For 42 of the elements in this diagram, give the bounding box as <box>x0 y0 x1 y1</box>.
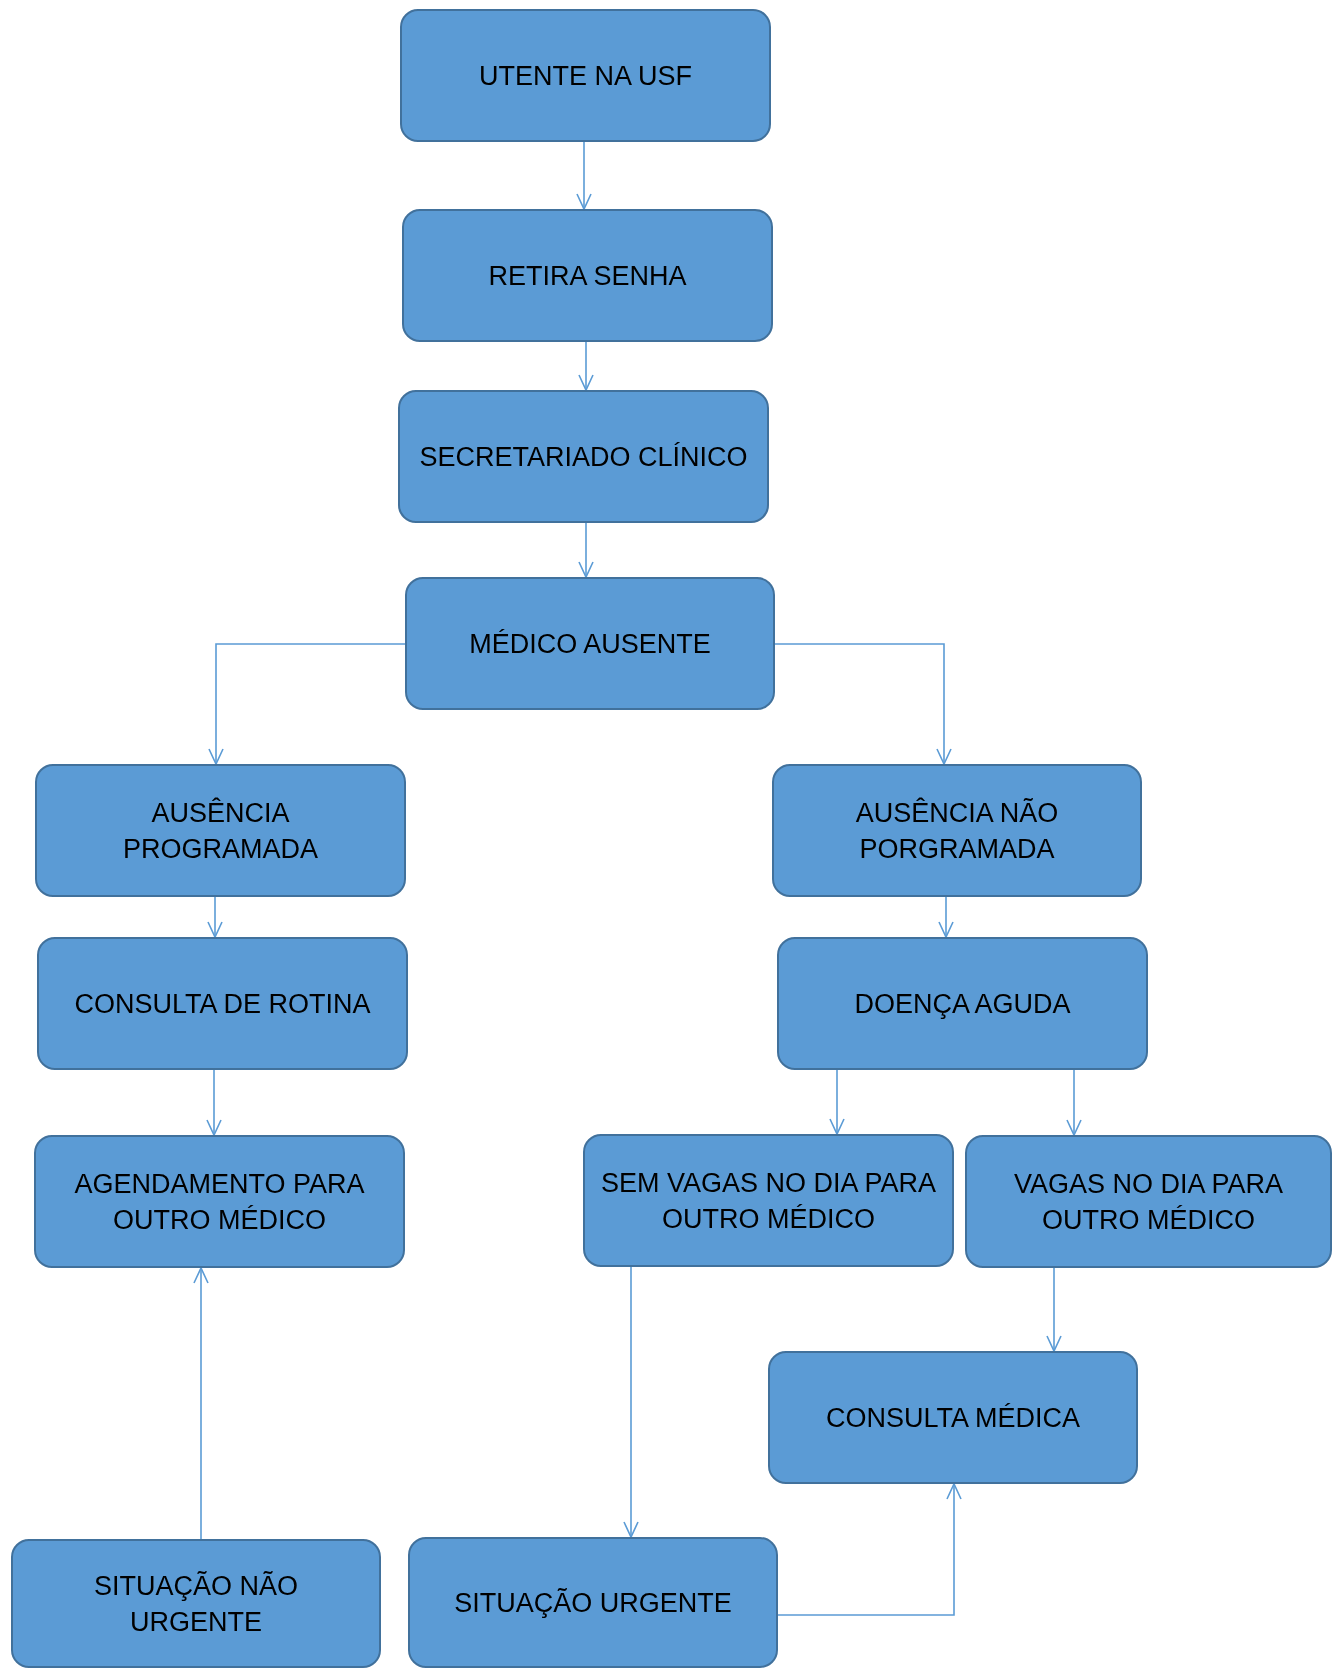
process-box <box>768 1351 1138 1484</box>
arrow <box>208 643 406 765</box>
process-box <box>37 937 408 1070</box>
arrow <box>1066 1069 1082 1136</box>
arrow <box>206 1069 222 1136</box>
process-box <box>408 1537 778 1668</box>
arrow <box>829 1069 845 1135</box>
box-label: RETIRA SENHA <box>488 259 687 293</box>
box-label: SITUAÇÃO URGENTE <box>454 1586 732 1620</box>
box-label: CONSULTA DE ROTINA <box>74 987 371 1021</box>
arrow <box>774 643 952 765</box>
process-box <box>34 1135 405 1268</box>
process-box <box>35 764 406 897</box>
arrow <box>578 341 594 391</box>
box-label: VAGAS NO DIA PARA OUTRO MÉDICO <box>1012 1167 1285 1237</box>
process-box <box>772 764 1142 897</box>
process-box <box>583 1134 954 1267</box>
process-box <box>400 9 771 142</box>
arrow <box>193 1267 209 1540</box>
box-label: SEM VAGAS NO DIA PARA OUTRO MÉDICO <box>599 1166 938 1236</box>
process-box <box>965 1135 1332 1268</box>
arrow <box>578 522 594 578</box>
box-label: SECRETARIADO CLÍNICO <box>419 440 748 474</box>
box-label: MÉDICO AUSENTE <box>469 627 711 661</box>
box-label: DOENÇA AGUDA <box>854 987 1071 1021</box>
process-box <box>11 1539 381 1668</box>
process-box <box>402 209 773 342</box>
arrow <box>938 896 954 938</box>
box-label: CONSULTA MÉDICA <box>825 1401 1080 1435</box>
box-label: AUSÊNCIA PROGRAMADA <box>122 796 319 866</box>
arrow <box>623 1266 639 1538</box>
arrow <box>1046 1267 1062 1352</box>
box-label: AUSÊNCIA NÃO PORGRAMADA <box>854 796 1060 866</box>
box-label: UTENTE NA USF <box>479 59 692 93</box>
process-box <box>398 390 769 523</box>
box-label: SITUAÇÃO NÃO URGENTE <box>93 1569 299 1639</box>
arrow <box>207 896 223 938</box>
process-box <box>777 937 1148 1070</box>
process-box <box>405 577 775 710</box>
arrow <box>576 141 592 210</box>
box-label: AGENDAMENTO PARA OUTRO MÉDICO <box>73 1167 366 1237</box>
arrow <box>777 1483 962 1616</box>
